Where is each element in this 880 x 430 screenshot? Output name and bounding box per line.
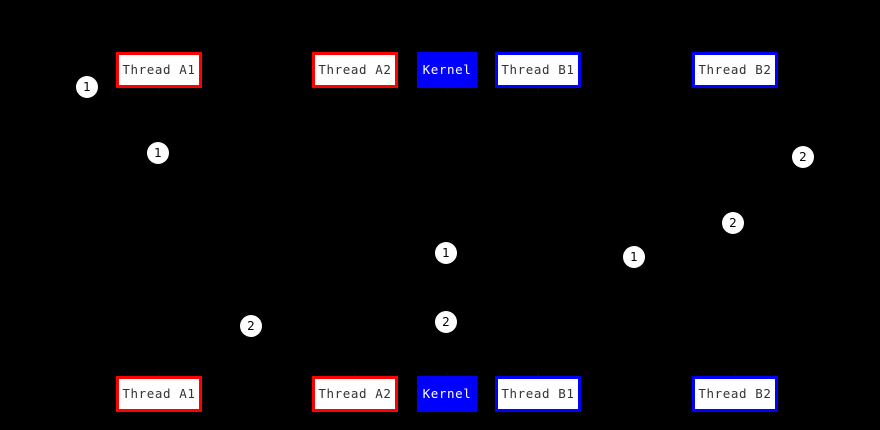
participant-label: Thread B2	[698, 61, 772, 77]
lifeline-thread-b1	[538, 88, 539, 376]
participant-box-bottom-thread-b1[interactable]: Thread B1	[495, 376, 581, 412]
sequence-badge-7[interactable]: 2	[240, 315, 262, 337]
sequence-badge-label: 1	[154, 146, 162, 160]
participant-label: Thread B1	[501, 385, 575, 401]
participant-label: Thread A1	[122, 385, 196, 401]
participant-box-bottom-thread-a1[interactable]: Thread A1	[116, 376, 202, 412]
participant-box-top-thread-a1[interactable]: Thread A1	[116, 52, 202, 88]
sequence-badge-1[interactable]: 1	[147, 142, 169, 164]
sequence-badge-label: 1	[442, 246, 450, 260]
participant-box-bottom-thread-b2[interactable]: Thread B2	[692, 376, 778, 412]
lifeline-stub-top-thread-b1	[537, 88, 539, 92]
lifeline-stub-bottom-thread-a1	[158, 372, 160, 376]
sequence-badge-0[interactable]: 1	[76, 76, 98, 98]
lifeline-thread-a2	[355, 88, 356, 376]
lifeline-stub-top-kernel	[446, 86, 448, 90]
lifeline-kernel	[447, 86, 448, 376]
participant-label: Kernel	[422, 61, 472, 77]
participant-label: Thread A2	[318, 61, 392, 77]
lifeline-stub-bottom-thread-b1	[537, 372, 539, 376]
sequence-badge-label: 1	[83, 80, 91, 94]
lifeline-stub-top-thread-a2	[354, 88, 356, 92]
participant-box-top-thread-b1[interactable]: Thread B1	[495, 52, 581, 88]
lifeline-stub-bottom-thread-a2	[354, 372, 356, 376]
participant-label: Thread A1	[122, 61, 196, 77]
sequence-badge-label: 2	[729, 216, 737, 230]
participant-box-bottom-thread-a2[interactable]: Thread A2	[312, 376, 398, 412]
participant-box-top-kernel[interactable]: Kernel	[417, 52, 477, 88]
sequence-badge-label: 2	[799, 150, 807, 164]
participant-label: Kernel	[422, 385, 472, 401]
sequence-badge-5[interactable]: 1	[623, 246, 645, 268]
sequence-badge-6[interactable]: 2	[435, 311, 457, 333]
participant-label: Thread B1	[501, 61, 575, 77]
participant-box-top-thread-a2[interactable]: Thread A2	[312, 52, 398, 88]
participant-box-top-thread-b2[interactable]: Thread B2	[692, 52, 778, 88]
sequence-badge-2[interactable]: 2	[792, 146, 814, 168]
participant-label: Thread A2	[318, 385, 392, 401]
sequence-badge-label: 2	[442, 315, 450, 329]
lifeline-stub-top-thread-b2	[734, 88, 736, 92]
lifeline-thread-a1	[159, 88, 160, 376]
sequence-badge-4[interactable]: 1	[435, 242, 457, 264]
sequence-badge-label: 2	[247, 319, 255, 333]
sequence-badge-label: 1	[630, 250, 638, 264]
participant-box-bottom-kernel[interactable]: Kernel	[417, 376, 477, 412]
lifeline-stub-bottom-thread-b2	[734, 372, 736, 376]
participant-label: Thread B2	[698, 385, 772, 401]
lifeline-stub-bottom-kernel	[446, 372, 448, 376]
lifeline-stub-top-thread-a1	[158, 88, 160, 92]
sequence-badge-3[interactable]: 2	[722, 212, 744, 234]
